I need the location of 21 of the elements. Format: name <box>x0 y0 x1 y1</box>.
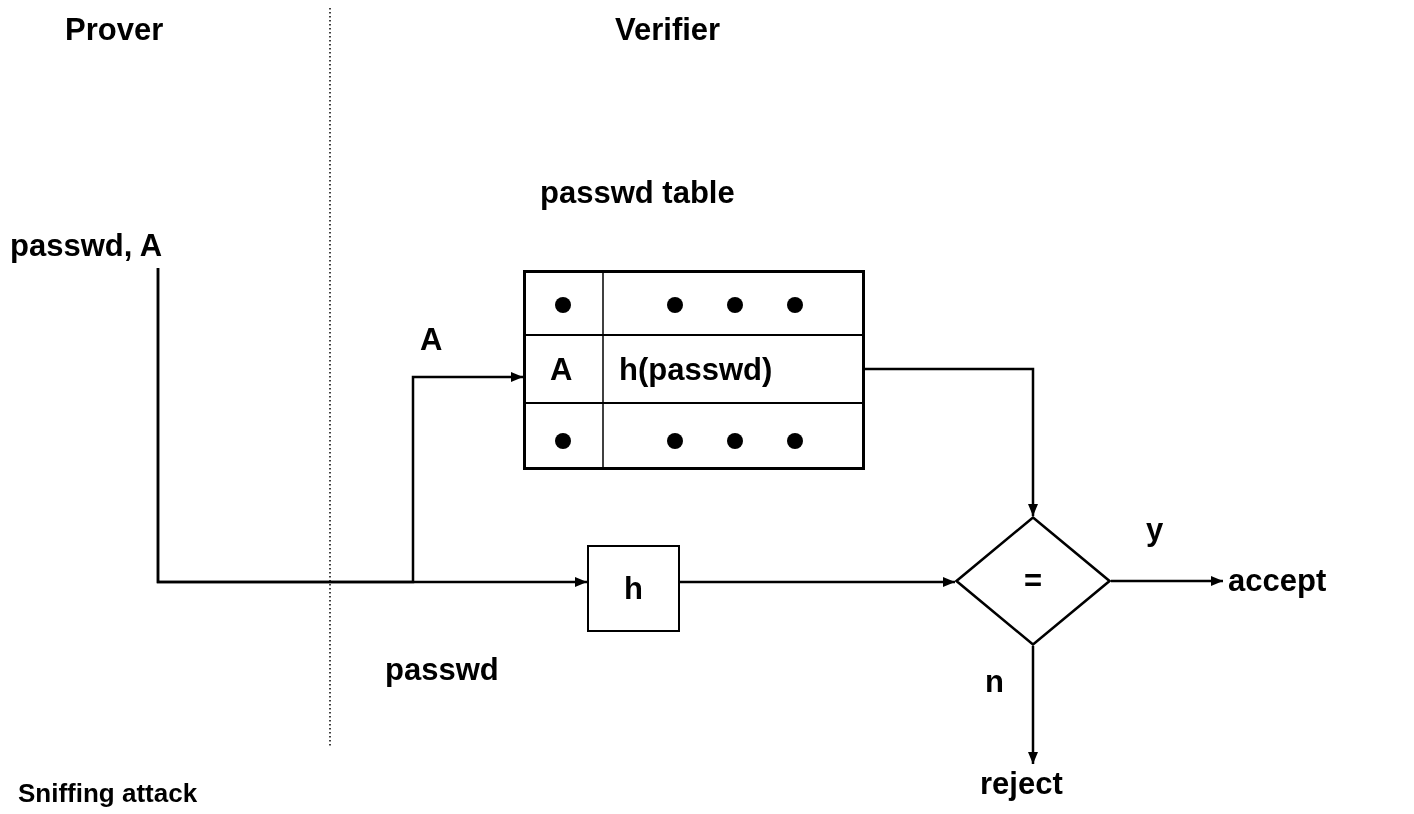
table-heading: passwd table <box>540 175 735 211</box>
column-heading: Prover <box>65 12 164 48</box>
table-cell-text: A <box>550 352 573 388</box>
arrow <box>680 577 955 587</box>
edge-label: A <box>420 322 443 358</box>
column-heading: Verifier <box>615 12 721 48</box>
arrow <box>1111 576 1223 586</box>
arrow <box>156 268 587 587</box>
terminal-text: accept <box>1228 563 1378 603</box>
arrow <box>1028 646 1038 764</box>
terminal-text: reject <box>980 766 1090 806</box>
arrow <box>865 367 1038 516</box>
hash-box: h <box>587 545 680 632</box>
operator-text: = <box>1022 563 1044 599</box>
edge-label: n <box>985 664 1004 700</box>
table-cell-text: h(passwd) <box>619 352 773 388</box>
edge-label: y <box>1146 512 1164 548</box>
caption-text: Sniffing attack <box>18 777 198 810</box>
decision-diamond <box>955 516 1111 646</box>
edge-label: passwd <box>385 652 499 688</box>
terminal-text: passwd, A <box>10 228 250 268</box>
